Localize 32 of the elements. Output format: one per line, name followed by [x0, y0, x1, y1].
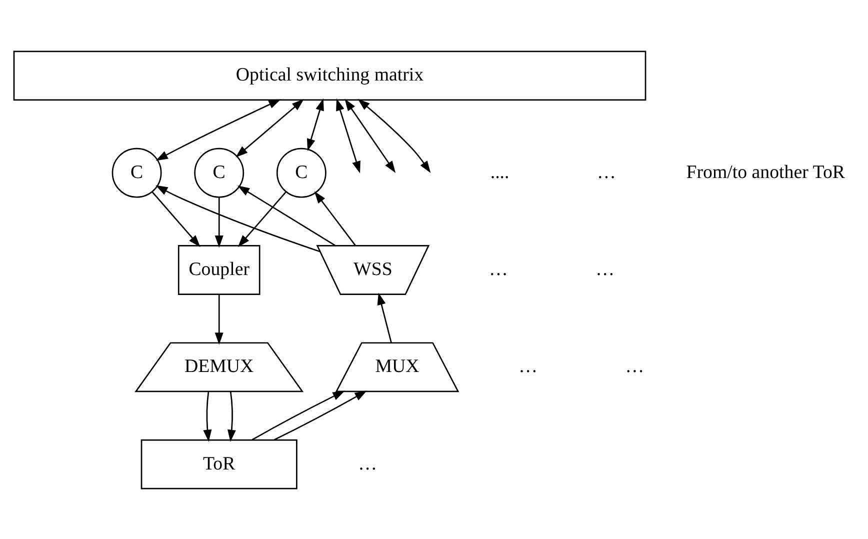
- arrow: [156, 98, 281, 160]
- arrow: [336, 98, 360, 173]
- label: From/to another ToR: [686, 161, 845, 182]
- arrow: [203, 391, 212, 442]
- arrow: [358, 98, 431, 173]
- node-box: ToR: [140, 438, 298, 489]
- label: ....: [490, 161, 510, 182]
- arrow: [228, 391, 236, 442]
- arrow: [252, 390, 345, 440]
- arrow: [306, 98, 324, 151]
- node-circle: C: [276, 147, 326, 198]
- arrow: [214, 294, 224, 344]
- arrow: [377, 292, 392, 342]
- node-box: Coupler: [178, 244, 260, 294]
- label: …: [488, 258, 508, 280]
- label: …: [358, 452, 377, 474]
- node-box: Optical switching matrix: [13, 50, 646, 100]
- node-circle: C: [194, 147, 244, 198]
- arrow: [314, 190, 356, 246]
- arrow: [152, 191, 200, 247]
- arrow: [237, 184, 336, 246]
- label: …: [518, 356, 538, 377]
- label: …: [625, 356, 644, 377]
- arrow: [236, 98, 304, 157]
- arrow: [238, 191, 286, 247]
- node-circle: C: [112, 147, 162, 198]
- label: …: [596, 258, 614, 280]
- label: …: [596, 161, 616, 182]
- arrow: [156, 184, 320, 252]
- arrow: [344, 98, 396, 173]
- arrow: [214, 197, 224, 248]
- arrow: [274, 390, 367, 440]
